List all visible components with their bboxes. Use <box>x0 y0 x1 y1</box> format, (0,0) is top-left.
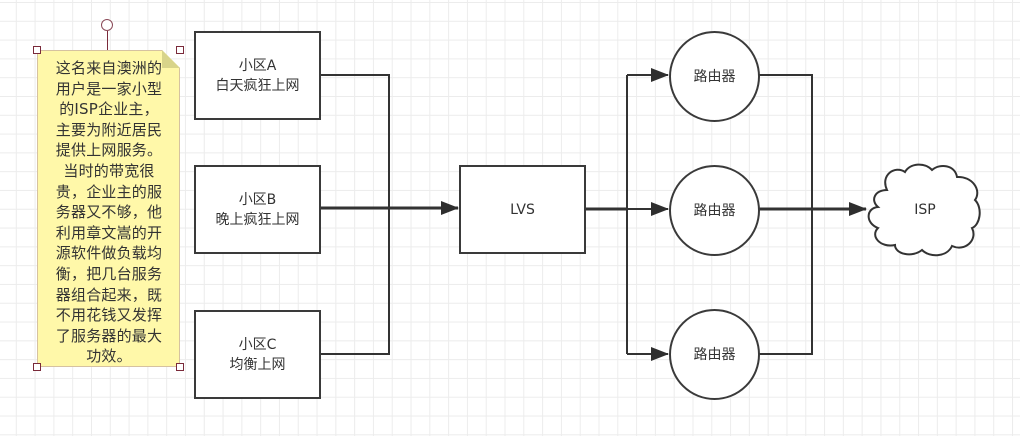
rotation-handle[interactable] <box>101 19 113 31</box>
resize-handle-top-left[interactable] <box>33 46 41 54</box>
community-a-desc: 白天疯狂上网 <box>215 77 300 94</box>
sticky-note[interactable] <box>37 50 180 367</box>
resize-handle-top-right[interactable] <box>176 46 184 54</box>
note-text: 这名来自澳洲的 用户是一家小型 的ISP企业主， 主要为附近居民 提供上网服务。… <box>55 59 163 366</box>
router-2[interactable]: 路由器 <box>669 165 760 256</box>
router-3-label: 路由器 <box>693 346 736 363</box>
router-1[interactable]: 路由器 <box>669 31 760 122</box>
community-c-box[interactable]: 小区C 均衡上网 <box>194 310 321 399</box>
community-b-name: 小区B <box>238 191 277 208</box>
community-b-desc: 晚上疯狂上网 <box>215 211 300 228</box>
community-a-name: 小区A <box>238 57 277 74</box>
router-2-label: 路由器 <box>693 202 736 219</box>
connector-router-1-out[interactable] <box>759 74 813 209</box>
community-c-name: 小区C <box>238 336 277 353</box>
connector-c-to-bus[interactable] <box>320 208 390 355</box>
resize-handle-bottom-right[interactable] <box>176 363 184 371</box>
lvs-label: LVS <box>510 201 535 218</box>
resize-handle-bottom-left[interactable] <box>33 363 41 371</box>
community-c-desc: 均衡上网 <box>229 356 286 373</box>
router-1-label: 路由器 <box>693 68 736 85</box>
isp-cloud-shape[interactable] <box>867 163 981 257</box>
connector-a-to-bus[interactable] <box>320 74 390 208</box>
lvs-box[interactable]: LVS <box>459 165 586 254</box>
community-a-box[interactable]: 小区A 白天疯狂上网 <box>194 31 321 120</box>
isp-label: ISP <box>914 202 936 218</box>
rotation-handle-line <box>107 31 108 50</box>
connector-router-3-out[interactable] <box>759 209 813 355</box>
router-3[interactable]: 路由器 <box>669 309 760 400</box>
community-b-box[interactable]: 小区B 晚上疯狂上网 <box>194 165 321 254</box>
